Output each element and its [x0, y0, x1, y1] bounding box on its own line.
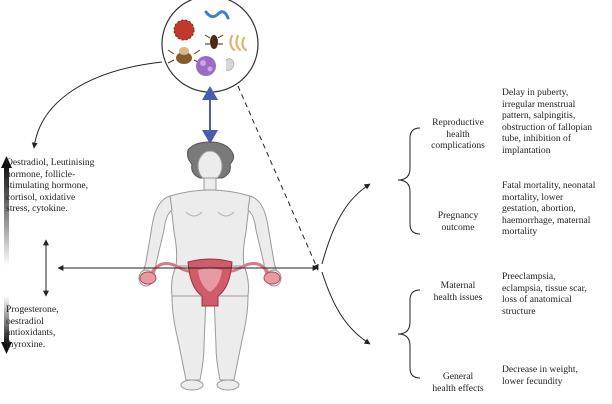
outcome-arrow-upper	[321, 183, 371, 265]
human-body-icon	[138, 141, 282, 391]
category-maternal-label: Maternal health issues	[433, 280, 483, 303]
effects-general-text: Decrease in weight, lower fecundity	[502, 364, 578, 387]
effects-reproductive-text: Delay in puberty, irregular menstrual pa…	[502, 87, 593, 156]
decrease-gradient-arrow	[1, 296, 12, 354]
exposure-connector-arrow	[202, 86, 218, 144]
dashed-outcome-arrow	[237, 85, 319, 271]
upper-category-brace	[397, 127, 421, 235]
pathogen-bubble-icon	[161, 0, 259, 93]
effects-maternal-text: Preeclampsia, eclampsia, tissue scar, lo…	[502, 271, 587, 317]
lower-category-brace	[397, 289, 421, 379]
decreased-markers-label: Progesterone, oestradiol antioxidants, t…	[6, 304, 59, 350]
outcome-arrow-lower	[321, 271, 371, 345]
category-reproductive-label: Reproductive health complications	[431, 117, 485, 152]
increased-markers-label: Oestradiol, Leutinising hormone, follicl…	[6, 157, 95, 215]
increase-gradient-arrow	[1, 156, 12, 266]
uterus-icon	[139, 258, 281, 307]
hormone-change-arrow	[31, 61, 163, 149]
category-general-label: General health effects	[432, 371, 484, 394]
category-pregnancy-label: Pregnancy outcome	[437, 210, 479, 233]
effects-pregnancy-text: Fatal mortality, neonatal mortality, low…	[502, 180, 596, 238]
